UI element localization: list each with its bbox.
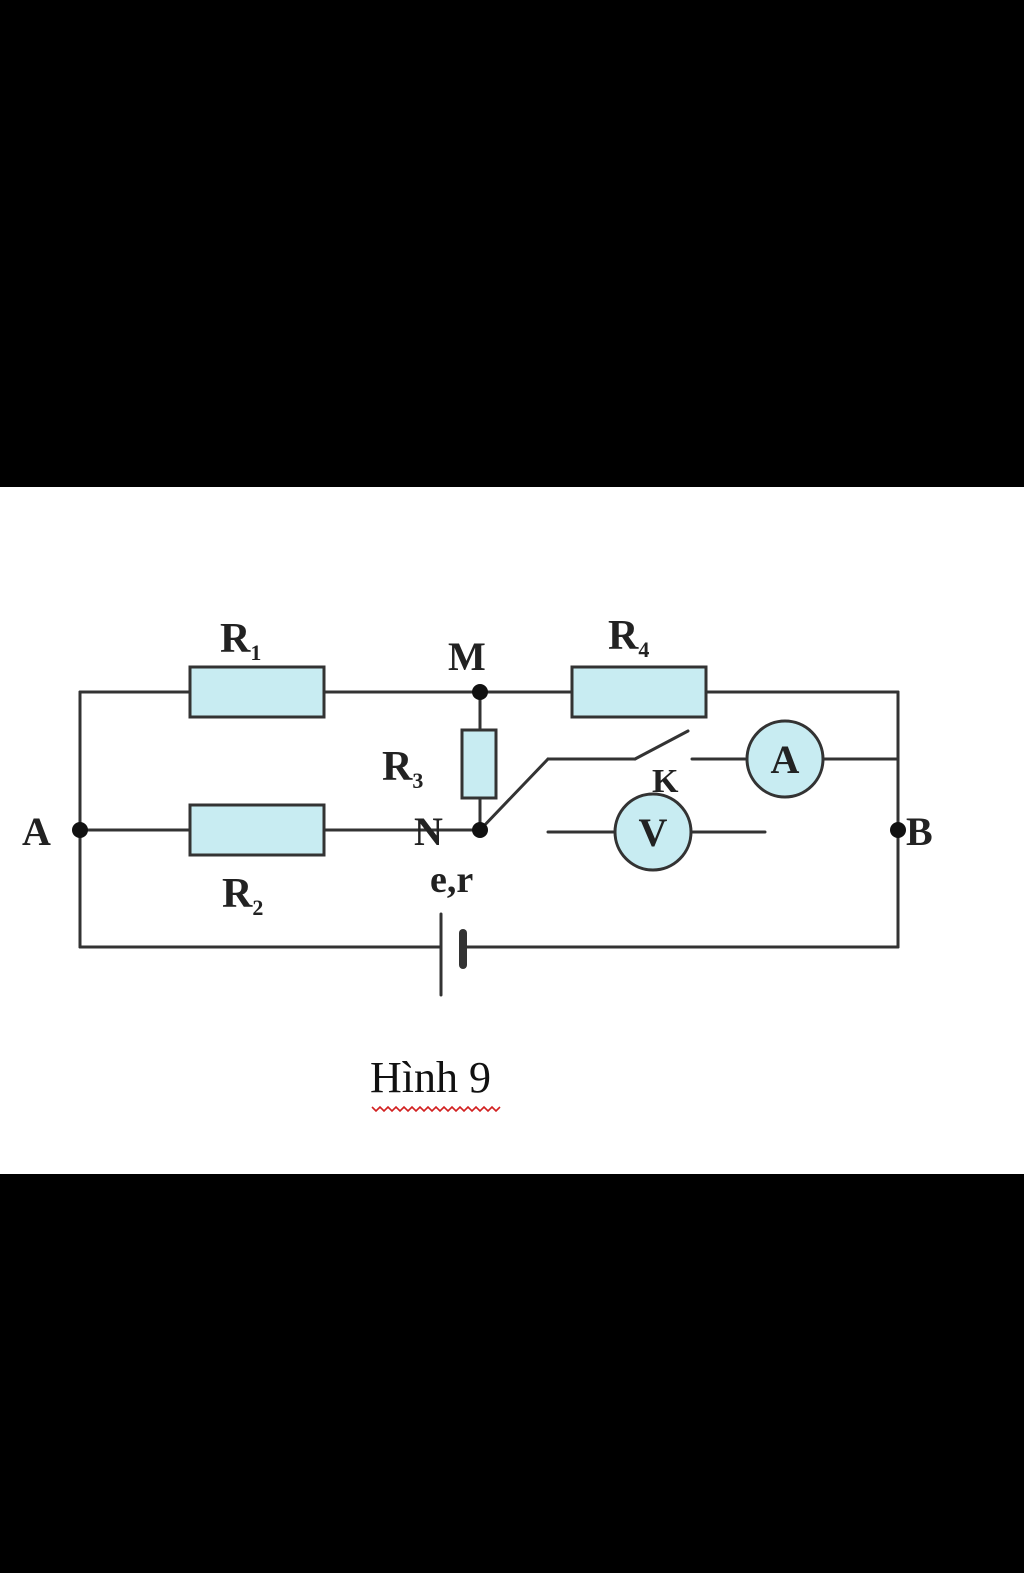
ammeter-label: A (771, 737, 800, 782)
node-n-dot (472, 822, 488, 838)
label-r3: R3 (382, 744, 423, 793)
figure-caption: Hình 9 (370, 1053, 491, 1102)
label-switch-k: K (652, 763, 679, 800)
figure-panel: R1 R4 R3 R2 M A B N K e,r A V Hình 9 (0, 487, 1024, 1174)
label-node-a: A (22, 809, 51, 854)
node-b-dot (890, 822, 906, 838)
label-node-n: N (414, 809, 443, 854)
node-m-dot (472, 684, 488, 700)
spellcheck-underline (371, 1105, 501, 1113)
node-a-dot (72, 822, 88, 838)
label-r4: R4 (608, 613, 649, 662)
resistor-r1 (188, 665, 326, 719)
resistor-r2 (188, 803, 326, 857)
switch-k-blade (633, 729, 690, 761)
circuit-diagram: R1 R4 R3 R2 M A B N K e,r A V Hình 9 (22, 613, 933, 1113)
wire-n-diagonal (478, 757, 550, 832)
label-r1: R1 (220, 616, 261, 665)
resistor-r4 (570, 665, 708, 719)
voltmeter-label: V (639, 810, 668, 855)
label-source: e,r (430, 859, 473, 901)
label-node-b: B (906, 809, 933, 854)
resistor-r3 (460, 728, 498, 800)
label-node-m: M (448, 634, 486, 679)
label-r2: R2 (222, 871, 263, 920)
